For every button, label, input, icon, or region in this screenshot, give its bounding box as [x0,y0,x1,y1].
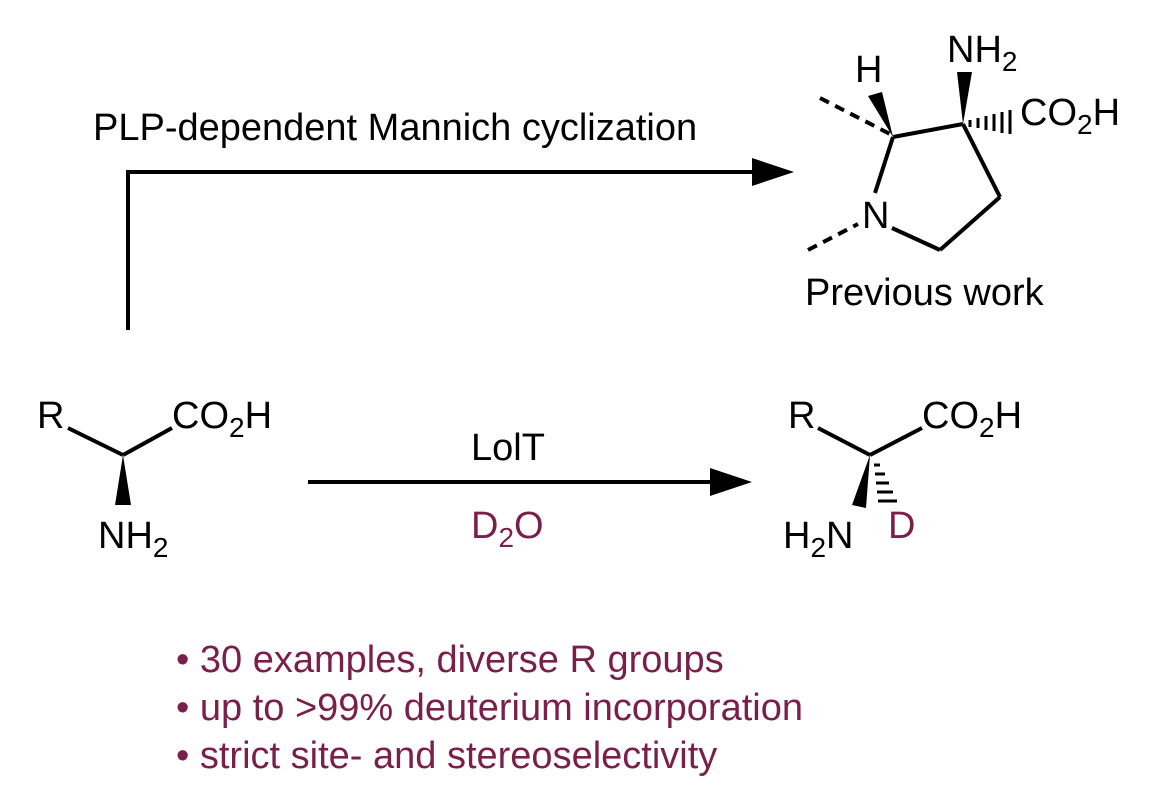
product-co2h-label: CO2​H [1020,92,1120,140]
top-condition-label: PLP-dependent Mannich cyclization [93,107,697,149]
product-d-label: D [888,505,915,547]
product-n-label: N [862,195,889,237]
product-h-label: H [855,49,882,91]
reagent-label: LolT [471,427,545,469]
elbow-arrowhead [752,158,794,186]
product-nh2-label: NH2​ [947,29,1017,77]
product-co2h-label-bottom: CO2​H [922,395,1022,443]
highlights-list: 30 examples, diverse R groups up to >99%… [176,636,803,780]
substrate-r-label: R [37,395,64,437]
highlight-item: strict site- and stereoselectivity [176,732,803,780]
substrate-structure [67,426,173,505]
product-h2n-label: H2​N [783,515,853,563]
previous-work-caption: Previous work [805,272,1045,314]
substrate-co2h-label: CO2​H [172,395,272,443]
deuterated-product-structure [817,426,923,508]
elbow-arrow [126,170,782,330]
solvent-label: D2​O [471,505,544,553]
highlight-item: 30 examples, diverse R groups [176,636,803,684]
reaction-arrowhead [710,468,752,496]
pyrrolidine-product [807,72,1012,252]
substrate-nh2-label: NH2​ [98,515,168,563]
highlight-item: up to >99% deuterium incorporation [176,684,803,732]
product-r-label: R [788,395,815,437]
